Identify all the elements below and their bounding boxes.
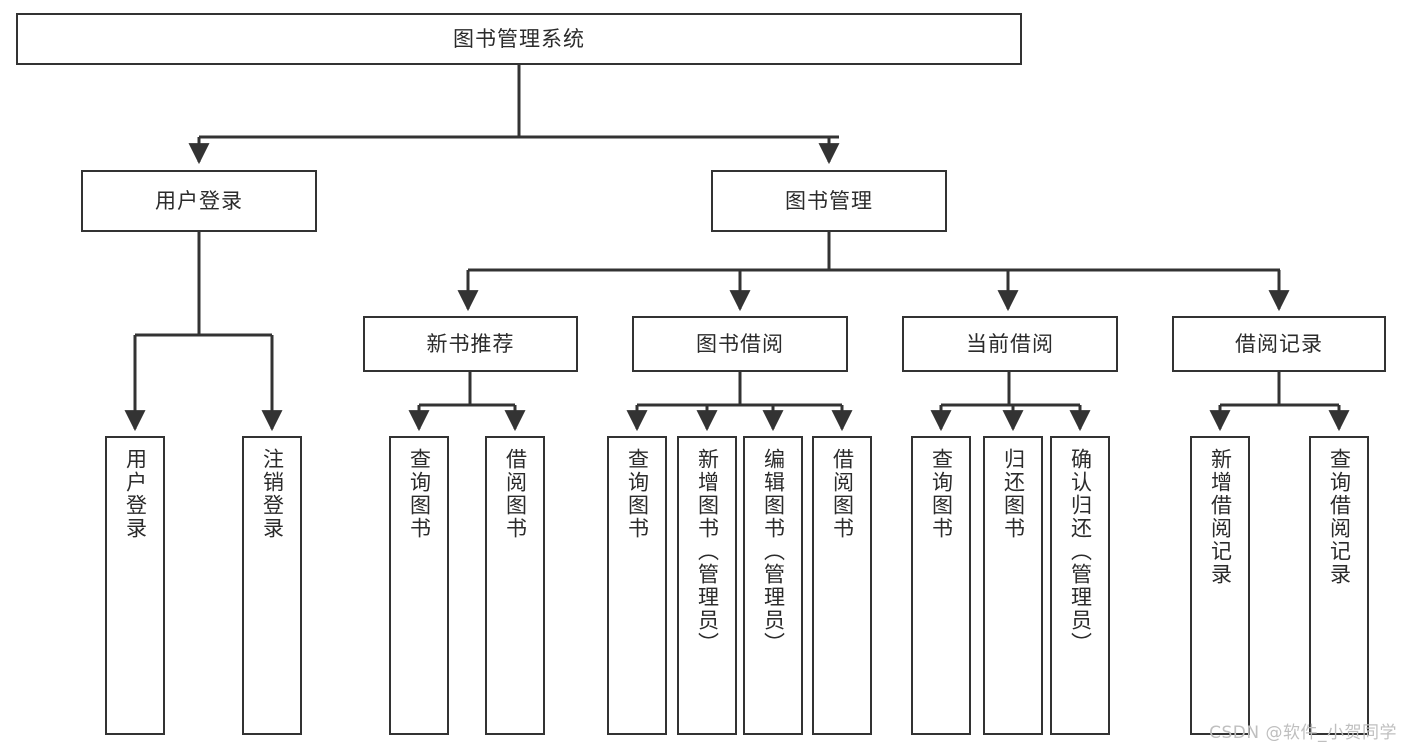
node-leaf-5[interactable]: 新增图书（管理员） — [677, 436, 737, 735]
node-root[interactable]: 图书管理系统 — [16, 13, 1022, 65]
node-leaf-11-label: 新增借阅记录 — [1208, 448, 1233, 586]
node-leaf-11[interactable]: 新增借阅记录 — [1190, 436, 1250, 735]
node-level3-0-label: 新书推荐 — [426, 331, 515, 356]
node-leaf-7[interactable]: 借阅图书 — [812, 436, 872, 735]
node-leaf-1-label: 注销登录 — [260, 448, 285, 540]
node-leaf-12[interactable]: 查询借阅记录 — [1309, 436, 1369, 735]
node-level3-3-label: 借阅记录 — [1235, 331, 1323, 356]
node-root-label: 图书管理系统 — [453, 26, 585, 51]
node-leaf-9[interactable]: 归还图书 — [983, 436, 1043, 735]
node-level3-1[interactable]: 图书借阅 — [632, 316, 848, 372]
node-level3-0[interactable]: 新书推荐 — [363, 316, 578, 372]
node-leaf-3[interactable]: 借阅图书 — [485, 436, 545, 735]
node-leaf-10-label: 确认归还（管理员） — [1068, 448, 1093, 655]
node-leaf-5-label: 新增图书（管理员） — [695, 448, 720, 655]
node-level2-1-label: 图书管理 — [785, 188, 873, 213]
node-leaf-2-label: 查询图书 — [407, 448, 432, 540]
node-leaf-10[interactable]: 确认归还（管理员） — [1050, 436, 1110, 735]
node-level2-1[interactable]: 图书管理 — [711, 170, 947, 232]
node-leaf-4-label: 查询图书 — [625, 448, 650, 540]
node-level2-0[interactable]: 用户登录 — [81, 170, 317, 232]
node-level3-3[interactable]: 借阅记录 — [1172, 316, 1386, 372]
node-leaf-3-label: 借阅图书 — [503, 448, 528, 540]
node-leaf-12-label: 查询借阅记录 — [1327, 448, 1352, 586]
node-level2-0-label: 用户登录 — [155, 188, 243, 213]
node-level3-1-label: 图书借阅 — [696, 331, 784, 356]
node-level3-2[interactable]: 当前借阅 — [902, 316, 1118, 372]
node-leaf-0-label: 用户登录 — [123, 448, 148, 540]
node-leaf-9-label: 归还图书 — [1001, 448, 1026, 540]
node-level3-2-label: 当前借阅 — [966, 331, 1054, 356]
node-leaf-8[interactable]: 查询图书 — [911, 436, 971, 735]
node-leaf-6-label: 编辑图书（管理员） — [761, 448, 786, 655]
node-leaf-7-label: 借阅图书 — [830, 448, 855, 540]
node-leaf-6[interactable]: 编辑图书（管理员） — [743, 436, 803, 735]
node-leaf-2[interactable]: 查询图书 — [389, 436, 449, 735]
node-leaf-1[interactable]: 注销登录 — [242, 436, 302, 735]
node-leaf-0[interactable]: 用户登录 — [105, 436, 165, 735]
node-leaf-4[interactable]: 查询图书 — [607, 436, 667, 735]
node-leaf-8-label: 查询图书 — [929, 448, 954, 540]
